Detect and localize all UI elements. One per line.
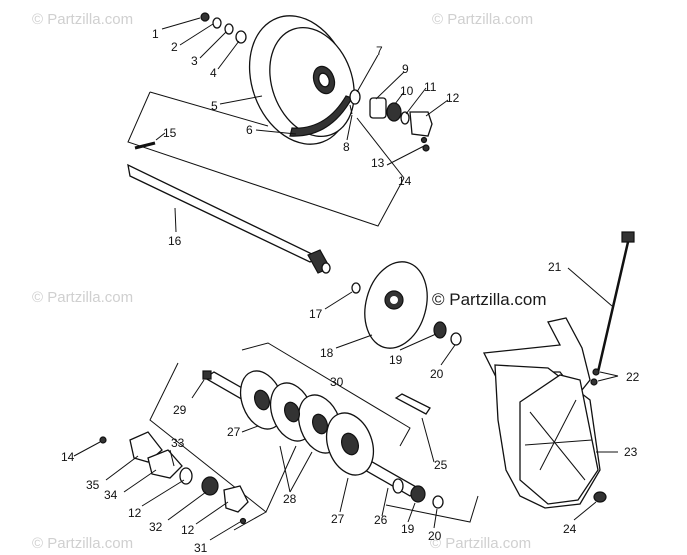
callout-15: 15 [163, 126, 177, 140]
flange-icon [409, 111, 433, 137]
brake-disc-group [324, 261, 462, 366]
callout-13: 13 [371, 156, 385, 170]
callout-7: 7 [376, 44, 383, 58]
callout-18: 18 [320, 346, 334, 360]
callout-5: 5 [211, 99, 218, 113]
collar-icon [179, 467, 193, 485]
nut-icon [99, 436, 107, 444]
bearing-flange-group [73, 431, 249, 541]
ramp-ring-icon [289, 95, 353, 137]
callout-19-top: 19 [389, 353, 403, 367]
callout-31: 31 [194, 541, 208, 555]
callout-12-top: 12 [446, 91, 460, 105]
chaincase-group [482, 231, 635, 521]
nut-icon [422, 144, 430, 152]
callout-14-bottom: 14 [61, 450, 75, 464]
callout-17: 17 [309, 307, 323, 321]
watermark-mid-left: © Partzilla.com [32, 289, 133, 306]
callout-25: 25 [434, 458, 448, 472]
callout-20-bottom: 20 [428, 529, 442, 543]
callout-6: 6 [246, 123, 253, 137]
bearing-icon [386, 102, 402, 122]
watermark-bottom-left: © Partzilla.com [32, 535, 133, 552]
callout-19-bottom: 19 [401, 522, 415, 536]
callout-22: 22 [626, 370, 640, 384]
jackshaft-icon [127, 163, 320, 263]
flange-icon [223, 485, 249, 513]
callout-35: 35 [86, 478, 100, 492]
callout-12-bottom-left: 12 [128, 506, 142, 520]
callout-16: 16 [168, 234, 182, 248]
callout-28: 28 [283, 492, 297, 506]
bearing-icon [433, 321, 447, 339]
seal-icon [593, 491, 607, 503]
washer-icon [349, 89, 361, 105]
callout-14-top: 14 [398, 174, 412, 188]
callout-12-bottom-right: 12 [181, 523, 195, 537]
callout-2: 2 [171, 40, 178, 54]
callout-8: 8 [343, 140, 350, 154]
callout-1: 1 [152, 27, 159, 41]
bushing-icon [235, 30, 247, 44]
bearing-icon [201, 476, 219, 496]
driven-clutch-group [127, 12, 449, 227]
watermark-top-left: © Partzilla.com [32, 11, 133, 28]
callout-27-left: 27 [227, 425, 241, 439]
callout-27-bottom: 27 [331, 512, 345, 526]
callout-20-top: 20 [430, 367, 444, 381]
callout-21: 21 [548, 260, 562, 274]
nut-icon [592, 368, 600, 376]
callout-11: 11 [424, 80, 437, 94]
callout-30: 30 [330, 375, 344, 389]
bearing-icon [410, 485, 426, 503]
callout-9: 9 [402, 62, 409, 76]
bearing-housing-icon [369, 97, 387, 119]
callout-32: 32 [149, 520, 163, 534]
callout-3: 3 [191, 54, 198, 68]
watermark-bottom-right: © Partzilla.com [430, 535, 531, 552]
callout-23: 23 [624, 445, 638, 459]
roll-pin-group [134, 132, 166, 150]
washer-icon [212, 17, 222, 29]
flange-icon [147, 449, 183, 479]
callout-33: 33 [171, 436, 185, 450]
snap-ring-icon [351, 282, 361, 294]
pin-icon [349, 104, 353, 115]
callout-29: 29 [173, 403, 187, 417]
callout-24: 24 [563, 522, 577, 536]
callout-4: 4 [210, 66, 217, 80]
bolt-icon [394, 393, 431, 415]
jackshaft-group [127, 163, 331, 274]
watermark-top-right: © Partzilla.com [432, 11, 533, 28]
callout-10: 10 [400, 84, 414, 98]
callout-26: 26 [374, 513, 388, 527]
callout-labels: 1 2 3 4 5 6 7 8 9 10 11 12 13 14 15 16 1… [61, 27, 640, 555]
watermark-center: © Partzilla.com [432, 290, 547, 309]
washer-icon [224, 23, 234, 35]
driveshaft-group [149, 342, 479, 531]
bolt-icon [200, 12, 210, 22]
tensioner-bolt-icon [621, 231, 635, 243]
callout-34: 34 [104, 488, 118, 502]
